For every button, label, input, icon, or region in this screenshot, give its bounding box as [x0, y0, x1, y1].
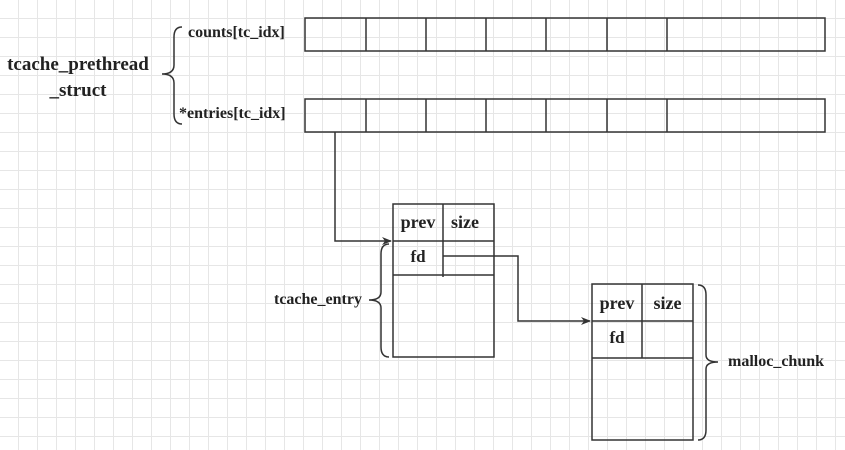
malloc-chunk-brace: [697, 284, 719, 441]
entries-to-tcache-arrow: [334, 132, 392, 245]
malloc-fd-cell: fd: [609, 328, 625, 347]
tcache-chunk: [392, 203, 495, 358]
malloc-size-cell: size: [653, 293, 682, 313]
counts-array: [304, 17, 826, 52]
malloc-prev-cell: prev: [599, 293, 635, 313]
fd-to-malloc-chunk-arrow: [443, 255, 591, 325]
malloc-chunk-label: malloc_chunk: [728, 353, 825, 370]
counts-array-box: [304, 17, 826, 52]
entries-array: [304, 98, 826, 133]
tcache-entry-label: tcache_entry: [274, 291, 362, 308]
entries-array-box: [304, 98, 826, 133]
struct-name-line1: tcache_prethread: [7, 54, 149, 75]
tcache-prev-cell: prev: [400, 212, 436, 232]
malloc-chunk: [591, 283, 694, 441]
struct-name-label: tcache_prethread _struct: [4, 52, 152, 104]
struct-brace: [161, 26, 183, 125]
entries-label: *entries[tc_idx]: [179, 105, 286, 122]
tcache-entry-brace: [368, 243, 390, 358]
tcache-size-cell: size: [451, 212, 479, 232]
tcache-fd-cell: fd: [410, 247, 426, 266]
struct-name-line2: _struct: [49, 80, 107, 101]
counts-label: counts[tc_idx]: [188, 24, 285, 41]
